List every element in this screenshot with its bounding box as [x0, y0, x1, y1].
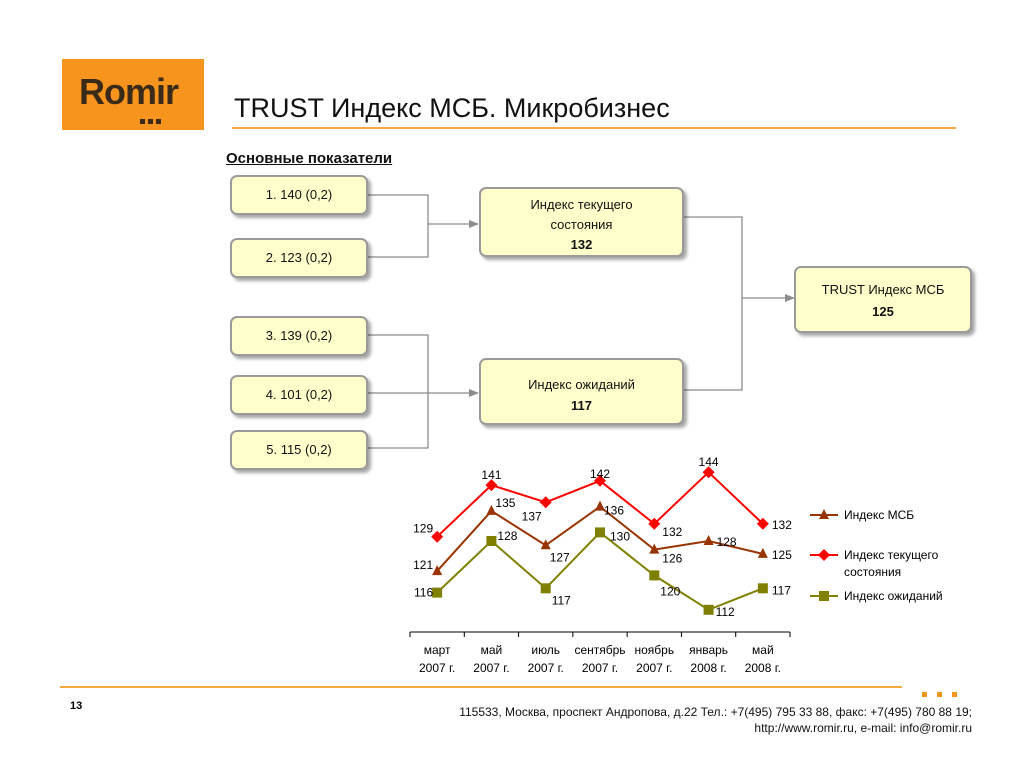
data-label: 116 — [414, 586, 433, 600]
data-point-marker — [703, 535, 714, 545]
data-label: 144 — [699, 455, 719, 469]
data-label: 130 — [610, 529, 630, 543]
data-label: 127 — [550, 550, 570, 564]
section-subtitle: Основные показатели — [226, 150, 393, 167]
romir-logo: Romir — [62, 59, 204, 130]
indicator-box-5: 5. 115 (0,2) — [230, 430, 368, 470]
data-label: 129 — [413, 522, 433, 536]
data-point-marker — [431, 530, 444, 543]
data-point-marker — [756, 517, 769, 530]
x-tick-label: ноябрь — [634, 643, 674, 657]
data-label: 120 — [660, 584, 680, 598]
data-point-marker — [432, 587, 443, 598]
footer-contacts: http://www.romir.ru, e-mail: info@romir.… — [754, 721, 972, 735]
trust-index-label: TRUST Индекс МСБ — [821, 282, 945, 297]
data-point-marker — [539, 496, 552, 509]
current-index-box: Индекс текущего состояния 132 — [479, 187, 684, 257]
data-label: 112 — [716, 605, 735, 619]
data-point-marker — [595, 500, 605, 511]
data-point-marker — [649, 570, 660, 581]
x-tick-label: 2008 г. — [745, 661, 781, 675]
data-label: 136 — [604, 504, 624, 518]
legend-marker — [819, 509, 829, 519]
logo-dots — [140, 111, 164, 129]
data-point-marker — [648, 517, 661, 530]
logo-text: Romir — [79, 71, 179, 112]
data-point-marker — [486, 504, 497, 515]
indicator-box-3: 3. 139 (0,2) — [230, 316, 368, 356]
x-tick-label: март — [424, 643, 451, 657]
footer-divider — [60, 686, 902, 688]
title-divider — [232, 127, 956, 129]
x-tick-label: 2007 г. — [582, 661, 618, 675]
data-label: 135 — [495, 496, 515, 510]
x-tick-label: сентябрь — [574, 643, 625, 657]
data-label: 142 — [590, 467, 610, 481]
series-line — [436, 531, 764, 611]
data-point-marker — [757, 583, 768, 594]
data-point-marker — [485, 479, 498, 492]
current-index-label-2: состояния — [550, 217, 613, 232]
expectations-index-label: Индекс ожиданий — [528, 377, 635, 392]
legend-marker — [819, 591, 829, 601]
x-tick-label: 2007 г. — [636, 661, 672, 675]
x-tick-label: июль — [531, 643, 560, 657]
data-point-marker — [595, 527, 605, 538]
indicator-box-4: 4. 101 (0,2) — [230, 375, 368, 415]
indicator-box-1: 1. 140 (0,2) — [230, 175, 368, 215]
data-label: 132 — [662, 525, 682, 539]
data-point-marker — [703, 604, 714, 615]
data-label: 132 — [772, 518, 792, 532]
expectations-index-value: 117 — [571, 398, 592, 413]
data-label: 125 — [772, 548, 792, 562]
x-tick-label: 2008 г. — [690, 661, 726, 675]
trust-index-value: 125 — [872, 304, 894, 319]
data-point-marker — [594, 474, 606, 487]
x-tick-label: 2007 г. — [528, 661, 564, 675]
x-tick-label: 2007 г. — [473, 661, 509, 675]
legend-marker — [818, 549, 830, 561]
legend-label: Индекс МСБ — [844, 508, 914, 522]
trust-index-box: TRUST Индекс МСБ 125 — [794, 266, 972, 333]
current-index-value: 132 — [570, 237, 593, 252]
footer-address: 115533, Москва, проспект Андропова, д.22… — [459, 705, 972, 719]
data-point-marker — [649, 543, 660, 554]
series-line — [436, 505, 764, 572]
legend-label: Индекс ожиданий — [844, 589, 943, 603]
x-tick-label: май — [752, 643, 774, 657]
legend-label: Индекс текущего — [844, 548, 939, 562]
data-point-marker — [432, 565, 443, 576]
data-label: 128 — [717, 535, 737, 549]
data-label: 137 — [522, 509, 542, 523]
page-number: 13 — [70, 700, 83, 712]
data-label: 126 — [662, 552, 682, 566]
data-point-marker — [540, 539, 551, 550]
expectations-index-box: Индекс ожиданий 117 — [479, 358, 684, 425]
data-label: 117 — [772, 583, 791, 597]
indicator-box-2: 2. 123 (0,2) — [230, 238, 368, 278]
footer-dots — [922, 684, 967, 702]
data-label: 128 — [497, 529, 517, 543]
data-point-marker — [757, 547, 768, 558]
x-tick-label: май — [481, 643, 503, 657]
x-tick-label: 2007 г. — [419, 661, 455, 675]
data-label: 121 — [413, 558, 433, 572]
x-tick-label: январь — [689, 643, 728, 657]
data-label: 117 — [552, 593, 571, 607]
current-index-label-1: Индекс текущего — [530, 197, 633, 212]
page-title: TRUST Индекс МСБ. Микробизнес — [234, 93, 670, 123]
data-label: 141 — [481, 468, 501, 482]
data-point-marker — [486, 536, 497, 546]
legend-label: состояния — [844, 565, 901, 579]
data-point-marker — [540, 583, 551, 594]
data-point-marker — [702, 466, 715, 479]
